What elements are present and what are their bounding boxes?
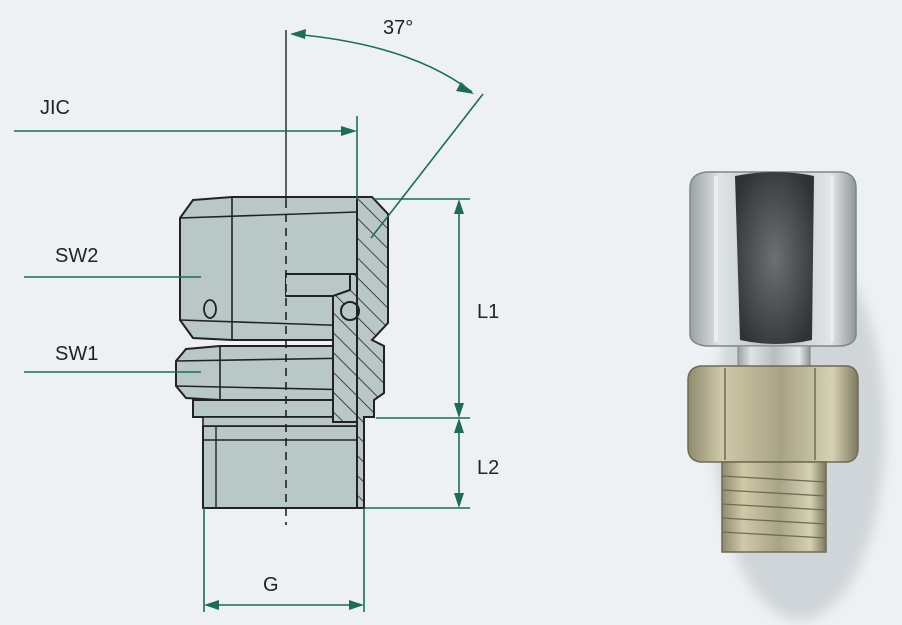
sw2-nut-face: [179, 196, 358, 341]
product-photo: [687, 171, 885, 620]
angle-label: 37°: [383, 17, 413, 39]
l1-label: L1: [477, 301, 499, 323]
sw1-label: SW1: [55, 343, 98, 365]
l2-label: L2: [477, 457, 499, 479]
sw2-label: SW2: [55, 245, 98, 267]
technical-drawing: 37° JIC SW2 SW1 L1 L2 G: [14, 17, 499, 612]
jic-label: JIC: [40, 97, 70, 119]
photo-hex-body: [687, 365, 859, 463]
angle-arc: [291, 33, 473, 93]
sw1-hex-face: [175, 345, 358, 401]
angle-line: [370, 93, 484, 239]
nut-lock-hole: [203, 299, 217, 319]
lock-wire-circle: [340, 301, 360, 321]
threaded-stud: [202, 425, 358, 509]
g-label: G: [263, 574, 279, 596]
